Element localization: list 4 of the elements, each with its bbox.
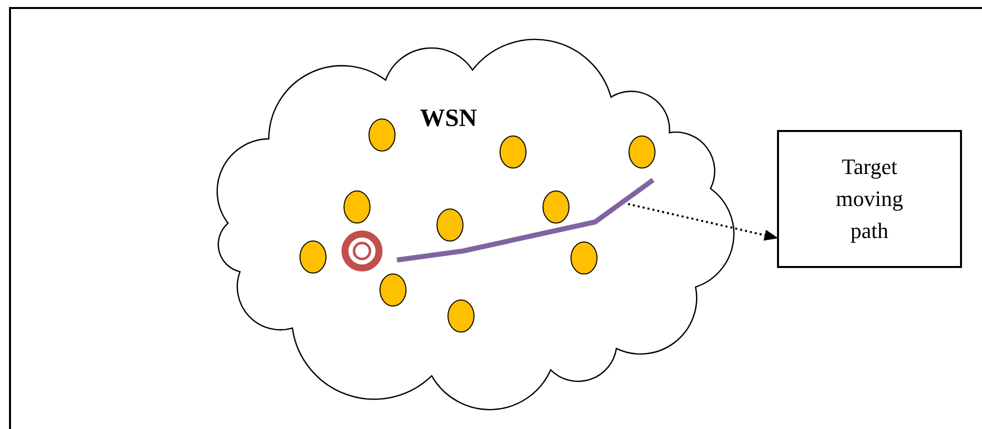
leader-line — [628, 203, 778, 241]
callout-text: Target moving path — [834, 153, 904, 245]
network-label: WSN — [420, 105, 477, 133]
callout-box — [777, 130, 962, 268]
